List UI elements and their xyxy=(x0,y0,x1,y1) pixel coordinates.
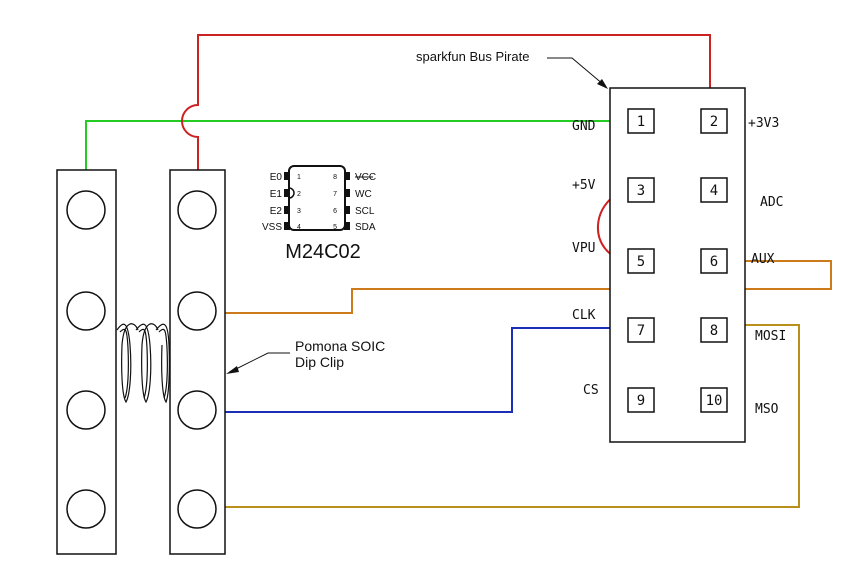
chip-pin-number: 8 xyxy=(333,174,337,181)
chip-pin-label: VSS xyxy=(262,222,282,233)
clip-spring xyxy=(116,323,170,404)
header-left-label: +5V xyxy=(572,178,596,193)
chip-pin-label: E1 xyxy=(270,189,283,200)
header-pin-number: 5 xyxy=(637,254,645,270)
header-pin-number: 1 xyxy=(637,114,645,130)
header-pin-number: 6 xyxy=(710,254,718,270)
header-pin-4: 4 xyxy=(700,177,728,203)
chip-pin-label: E0 xyxy=(270,172,283,183)
header-left-label: CS xyxy=(583,383,599,398)
header-pin-box xyxy=(700,248,728,274)
wire-gnd xyxy=(85,120,628,191)
bus-pirate-label: sparkfun Bus Pirate xyxy=(416,49,529,64)
chip-pin-number: 5 xyxy=(333,224,337,231)
clip-left-pin-4 xyxy=(66,489,106,529)
chip-name: M24C02 xyxy=(285,241,361,263)
clip-label-line1: Pomona SOIC xyxy=(295,338,385,354)
clip-right-pin-1 xyxy=(177,190,217,230)
clip-left-pin-3 xyxy=(66,390,106,430)
header-pin-box xyxy=(700,177,728,203)
clip-right-pin-3 xyxy=(177,390,217,430)
clip-left-pin-1 xyxy=(66,190,106,230)
wire-mosi xyxy=(218,324,800,508)
header-pin-number: 2 xyxy=(710,114,718,130)
header-pin-number: 10 xyxy=(706,393,723,409)
chip-pin-label: WC xyxy=(355,189,372,200)
header-pin-7: 7 xyxy=(627,317,655,343)
clip-right-pin-4 xyxy=(177,489,217,529)
header-pin-box xyxy=(627,108,655,134)
header-right-label: AUX xyxy=(751,252,775,267)
chip-pin-label: SCL xyxy=(355,206,375,217)
chip-notch xyxy=(288,187,295,199)
chip-pin-number: 4 xyxy=(297,224,301,231)
header-pin-2: 2 xyxy=(700,108,728,134)
clip-label-line2: Dip Clip xyxy=(295,354,344,370)
header-pin-box xyxy=(627,177,655,203)
chip-pin-1 xyxy=(284,172,290,180)
header-left-label: VPU xyxy=(572,241,595,256)
clip-left-pin-2 xyxy=(66,291,106,331)
clip-arrowhead xyxy=(226,366,239,374)
header-pins: 1 2 3 4 5 6 7 8 9 10 xyxy=(627,108,728,413)
header-pin-8: 8 xyxy=(700,317,728,343)
header-pin-box xyxy=(700,108,728,134)
header-pin-1: 1 xyxy=(627,108,655,134)
header-pin-number: 8 xyxy=(710,323,718,339)
chip-pin-3 xyxy=(284,206,290,214)
header-pin-10: 10 xyxy=(700,387,728,413)
header-pin-box xyxy=(627,248,655,274)
chip-pin-6 xyxy=(344,206,350,214)
chip-pin-number: 7 xyxy=(333,191,337,198)
chip-pin-number: 1 xyxy=(297,174,301,181)
header-right-label: MSO xyxy=(755,402,779,417)
chip-pin-8 xyxy=(344,172,350,180)
bus-pirate-leader xyxy=(547,57,605,86)
chip-pin-label: E2 xyxy=(270,206,283,217)
wire-aux xyxy=(218,260,832,314)
chip-pin-2 xyxy=(284,189,290,197)
header-pin-6: 6 xyxy=(700,248,728,274)
wire-vcc xyxy=(181,34,711,191)
header-pin-number: 4 xyxy=(710,183,718,199)
header-right-label: MOSI xyxy=(755,329,786,344)
chip-pin-5 xyxy=(344,222,350,230)
header-pin-number: 9 xyxy=(637,393,645,409)
header-pin-9: 9 xyxy=(627,387,655,413)
header-left-labels: GND +5V VPU CLK CS xyxy=(572,119,599,398)
clip-leader xyxy=(229,352,290,373)
chip-pin-4 xyxy=(284,222,290,230)
header-left-label: GND xyxy=(572,119,596,134)
header-pin-number: 3 xyxy=(637,183,645,199)
header-left-label: CLK xyxy=(572,308,596,323)
header-pin-5: 5 xyxy=(627,248,655,274)
header-right-label: +3V3 xyxy=(748,116,779,131)
header-pin-box xyxy=(627,317,655,343)
chip-pin-number: 3 xyxy=(297,208,301,215)
bus-pirate-arrowhead xyxy=(597,79,608,89)
chip-pin-label: SDA xyxy=(355,222,376,233)
header-pin-box xyxy=(700,387,728,413)
wire-clk xyxy=(198,327,628,413)
clip-right-pin-2 xyxy=(177,291,217,331)
chip-pin-number: 2 xyxy=(297,191,301,198)
chip-pin-7 xyxy=(344,189,350,197)
header-pin-box xyxy=(627,387,655,413)
chip-pin-number: 6 xyxy=(333,208,337,215)
header-right-label: ADC xyxy=(760,195,783,210)
header-pin-3: 3 xyxy=(627,177,655,203)
header-pin-number: 7 xyxy=(637,323,645,339)
header-pin-box xyxy=(700,317,728,343)
